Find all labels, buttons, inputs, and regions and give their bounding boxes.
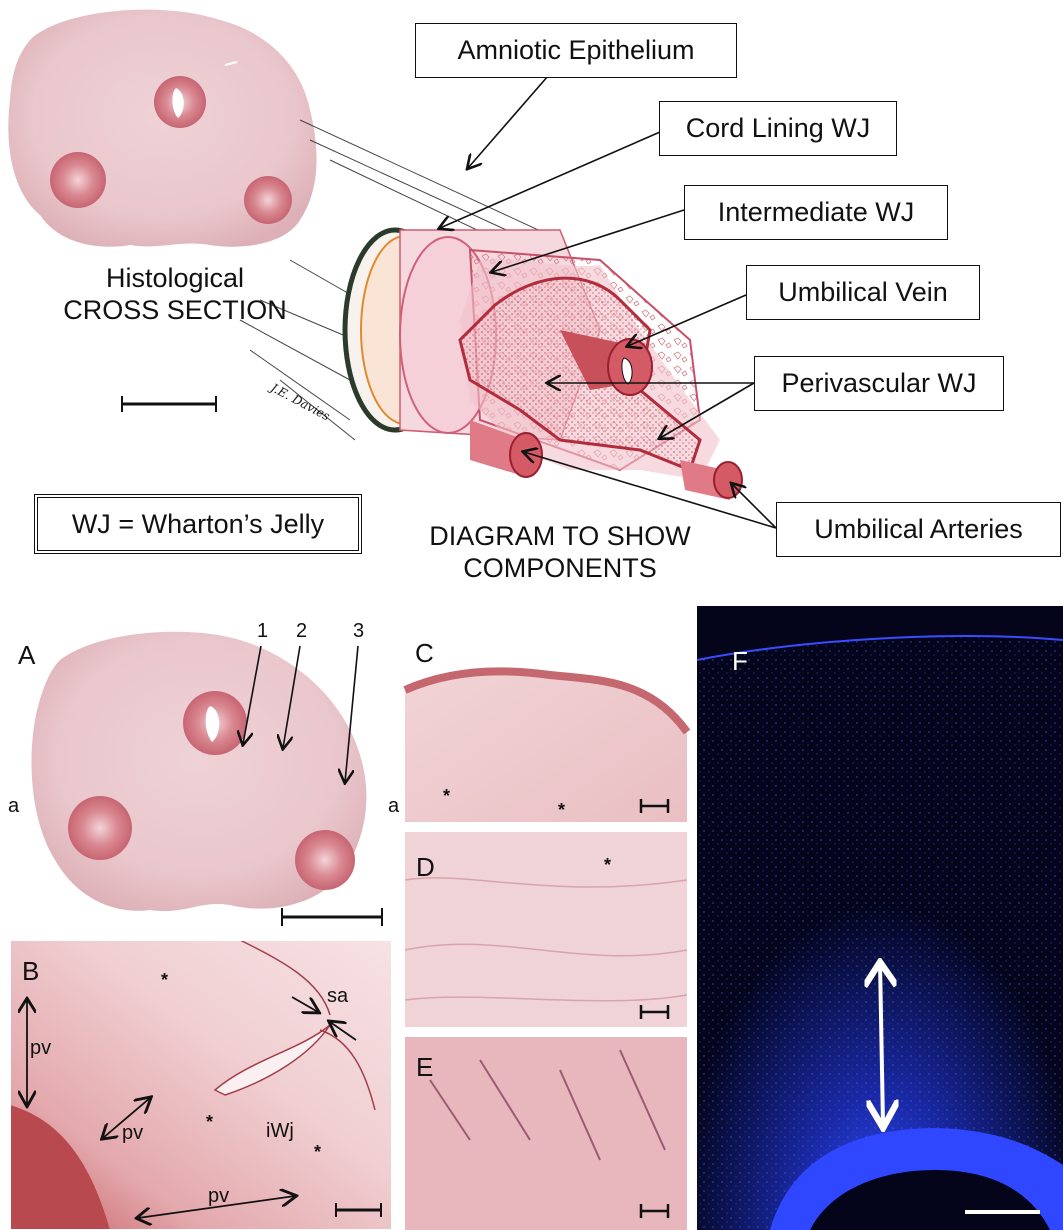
panel-a-image — [31, 631, 367, 912]
label-umbilical-arteries: Umbilical Arteries — [776, 502, 1061, 557]
panel-b-star-3: * — [314, 1142, 322, 1162]
panel-a-side-left: a — [8, 795, 20, 817]
panel-d-letter: D — [416, 852, 435, 882]
histological-title: Histological CROSS SECTION — [55, 262, 295, 327]
label-umbilical-vein: Umbilical Vein — [746, 265, 980, 320]
panel-a-number-3: 3 — [353, 620, 365, 642]
panel-b-arrows — [27, 996, 357, 1218]
top-scale-bar — [121, 396, 217, 412]
label-perivascular-wj: Perivascular WJ — [754, 356, 1004, 411]
label-arrows — [440, 75, 777, 529]
histological-title-line1: Histological — [105, 263, 245, 293]
histological-title-line2: CROSS SECTION — [63, 295, 287, 326]
panel-f-double-arrow — [880, 962, 883, 1124]
umbilical-cord-diagram — [239, 119, 743, 500]
panel-c-star-1: * — [443, 786, 451, 806]
label-intermediate-wj: Intermediate WJ — [684, 185, 948, 240]
diagram-title-line1: DIAGRAM TO SHOW — [429, 521, 691, 551]
panel-a-letter: A — [18, 640, 36, 670]
panel-c-letter: C — [415, 638, 434, 668]
panel-b-label-sa: sa — [327, 985, 349, 1007]
panel-a-number-2: 2 — [296, 620, 308, 642]
panel-b-scale-bar — [335, 1203, 382, 1217]
panel-c-image — [403, 632, 691, 822]
panel-d-image — [404, 832, 688, 1027]
panels-cde-scale-bars — [639, 799, 670, 1218]
panel-f-image — [696, 606, 1063, 1230]
panel-b-image — [9, 939, 393, 1230]
panel-c-star-2: * — [558, 800, 566, 820]
diagram-title: DIAGRAM TO SHOW COMPONENTS — [400, 520, 720, 585]
panel-a-side-right: a — [388, 795, 400, 817]
panel-b-star-1: * — [161, 970, 169, 990]
panel-f-letter: F — [732, 646, 748, 676]
panel-e-letter: E — [416, 1052, 434, 1082]
panel-b-letter: B — [22, 956, 40, 986]
panel-a-number-1: 1 — [257, 620, 269, 642]
panel-a-scale-bar — [281, 908, 383, 926]
panel-a-arrows — [243, 645, 359, 782]
label-amniotic-epithelium: Amniotic Epithelium — [415, 23, 737, 78]
histology-cross-section-image — [8, 9, 317, 247]
panel-b-label-pv-3: pv — [208, 1185, 230, 1207]
legend-box: WJ = Wharton’s Jelly — [34, 494, 362, 554]
panel-b-star-2: * — [206, 1112, 214, 1132]
panel-b-label-pv-1: pv — [30, 1037, 52, 1059]
panel-b-label-pv-2: pv — [122, 1122, 144, 1144]
diagram-title-line2: COMPONENTS — [463, 553, 657, 584]
label-cord-lining-wj: Cord Lining WJ — [659, 101, 897, 156]
panel-d-star: * — [604, 855, 612, 875]
panel-b-label-iwj: iWj — [266, 1120, 294, 1142]
panel-e-image — [405, 1037, 687, 1230]
